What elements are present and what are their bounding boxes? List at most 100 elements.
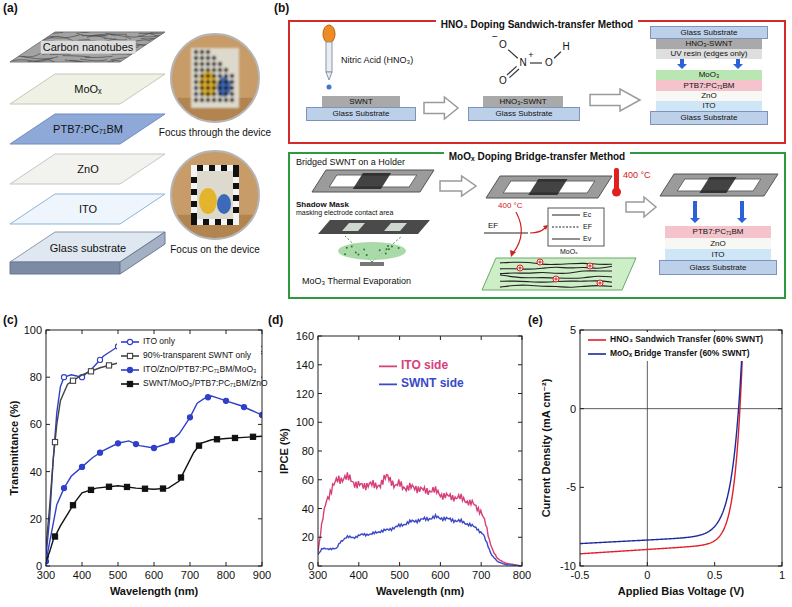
tick-label: 40 bbox=[302, 502, 314, 515]
glass-slab-side bbox=[120, 232, 165, 274]
illustration-part bbox=[233, 189, 239, 195]
tick-mark bbox=[318, 422, 322, 423]
tick-label: 600 bbox=[145, 569, 163, 582]
illustration-part bbox=[553, 276, 559, 282]
layer-name: MoO₃ bbox=[699, 71, 720, 79]
illustration-part bbox=[191, 213, 197, 219]
illustration-part bbox=[206, 80, 210, 84]
tick-label: 20 bbox=[30, 512, 42, 525]
legend-entry: SWNT side bbox=[378, 377, 464, 390]
layer-name: PTB7:PC₇₁BM bbox=[684, 82, 735, 90]
illustration-part bbox=[209, 165, 215, 171]
illustration-part bbox=[200, 68, 204, 72]
illustration-part bbox=[388, 248, 390, 250]
layer-name: ZnO bbox=[710, 240, 726, 248]
illustration-group bbox=[191, 165, 239, 225]
legend-entry: ITO only bbox=[120, 337, 175, 347]
legend-text: HNO₃ Sandwich Transfer (60% SWNT) bbox=[610, 335, 763, 344]
illustration-part bbox=[206, 68, 210, 72]
illustration-part bbox=[197, 165, 203, 171]
illustration-part bbox=[191, 207, 197, 213]
legend-text: SWNT/MoO₃/PTB7:PC₇₁BM/ZnO bbox=[143, 379, 268, 388]
illustration-part bbox=[528, 179, 567, 195]
illustration-part bbox=[206, 56, 210, 60]
charge-sign: − bbox=[492, 31, 498, 43]
layer-name: SWNT bbox=[349, 98, 373, 106]
illustration-part bbox=[203, 165, 209, 171]
method-panel: HNO₃ Doping Sandwich-transfer MethodSWNT… bbox=[288, 20, 786, 144]
tick-mark bbox=[518, 364, 522, 365]
data-marker bbox=[223, 398, 228, 403]
tick-mark bbox=[46, 377, 50, 378]
illustration-part bbox=[191, 48, 239, 108]
data-marker bbox=[61, 486, 66, 491]
illustration-part bbox=[385, 253, 387, 255]
layer-sheet bbox=[10, 74, 165, 104]
layer-box: ZnO bbox=[665, 238, 771, 249]
energy-level-label: EF bbox=[488, 221, 498, 230]
plot-frame bbox=[318, 336, 522, 566]
evaporation-source bbox=[338, 236, 406, 266]
illustration-part bbox=[206, 86, 210, 90]
illustration-part bbox=[587, 263, 593, 269]
illustration-part bbox=[194, 92, 198, 96]
data-marker bbox=[124, 484, 129, 489]
legend-swatch bbox=[120, 351, 140, 361]
temperature-label: 400 °C bbox=[498, 201, 523, 210]
illustration-part bbox=[699, 177, 736, 193]
chart-d bbox=[318, 336, 522, 566]
photo-frame bbox=[171, 151, 259, 239]
nanotube-strand bbox=[10, 60, 38, 62]
illustration-part bbox=[530, 228, 545, 233]
zero-line bbox=[580, 408, 782, 409]
illustration-part bbox=[486, 176, 612, 198]
data-marker bbox=[70, 503, 75, 508]
illustration-part bbox=[612, 188, 621, 197]
data-marker bbox=[97, 357, 102, 362]
nanotube-strand bbox=[160, 42, 186, 44]
tick-label: 160 bbox=[296, 330, 314, 343]
nanotube-strand bbox=[111, 35, 131, 39]
illustration-part bbox=[351, 246, 353, 248]
illustration-part bbox=[212, 92, 216, 96]
illustration-part bbox=[318, 220, 430, 234]
illustration-part bbox=[218, 62, 222, 66]
nanotube-strand bbox=[140, 48, 163, 52]
tick-label: -5 bbox=[566, 481, 576, 494]
tick-label: 0 bbox=[570, 402, 576, 415]
illustration-part bbox=[194, 50, 198, 54]
plot-frame bbox=[46, 330, 262, 566]
axis-title: Current Density (mA cm⁻²) bbox=[540, 379, 553, 518]
tick-label: 80 bbox=[30, 371, 42, 384]
tick-mark bbox=[258, 518, 262, 519]
illustration-part bbox=[338, 242, 406, 260]
illustration-part bbox=[614, 168, 619, 190]
tick-label: 100 bbox=[296, 416, 314, 429]
tick-label: 0.5 bbox=[707, 569, 722, 582]
illustration-part bbox=[218, 74, 222, 78]
legend-entry: ITO side bbox=[378, 359, 448, 372]
tick-label: 700 bbox=[472, 569, 490, 582]
illustration-part bbox=[233, 195, 239, 201]
illustration-part bbox=[191, 219, 197, 225]
tick-label: 0 bbox=[644, 569, 650, 582]
nanotube-strand bbox=[74, 28, 94, 33]
illustration-part bbox=[517, 265, 523, 271]
tick-mark bbox=[118, 330, 119, 334]
illustration-part bbox=[191, 177, 197, 183]
transfer-arrow bbox=[733, 58, 743, 69]
layer-sheet bbox=[10, 154, 165, 184]
data-curve bbox=[580, 360, 742, 543]
legend-entry: 90%-transparent SWNT only bbox=[120, 351, 251, 361]
data-marker bbox=[79, 464, 84, 469]
swatch-line bbox=[379, 365, 397, 367]
illustration-part bbox=[326, 72, 332, 80]
data-marker bbox=[127, 353, 132, 358]
photo-caption: Focus on the device bbox=[170, 244, 260, 256]
data-marker bbox=[205, 395, 210, 400]
tick-mark bbox=[154, 562, 155, 566]
swatch-line bbox=[588, 339, 606, 341]
illustration-part bbox=[398, 247, 400, 249]
tick-mark bbox=[318, 479, 322, 480]
